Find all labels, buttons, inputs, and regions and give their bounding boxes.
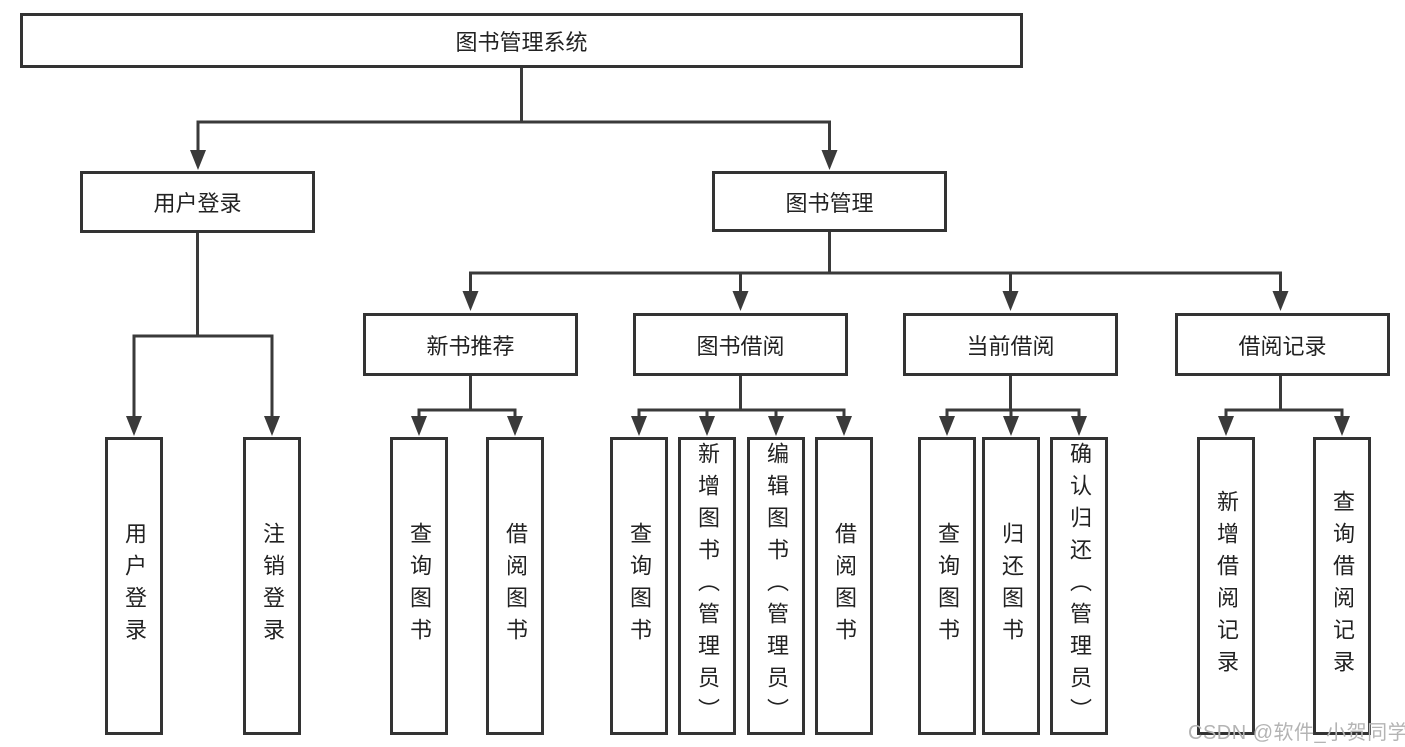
watermark: CSDN @软件_小贺同学 bbox=[1188, 722, 1405, 744]
node-query-books: 查询图书 bbox=[390, 437, 448, 735]
node-edit-books-admin: 编辑图书（管理员） bbox=[747, 437, 805, 735]
node-query-books-3: 查询图书 bbox=[918, 437, 976, 735]
node-borrow-books: 借阅图书 bbox=[486, 437, 544, 735]
node-new-book-recommendation: 新书推荐 bbox=[363, 313, 578, 376]
node-book-management: 图书管理 bbox=[712, 171, 947, 232]
node-library-management-system: 图书管理系统 bbox=[20, 13, 1023, 68]
node-user-login-branch: 用户登录 bbox=[80, 171, 315, 233]
node-book-borrowing: 图书借阅 bbox=[633, 313, 848, 376]
node-current-borrowing: 当前借阅 bbox=[903, 313, 1118, 376]
node-confirm-return-admin: 确认归还（管理员） bbox=[1050, 437, 1108, 735]
node-add-books-admin: 新增图书（管理员） bbox=[678, 437, 736, 735]
node-query-books-2: 查询图书 bbox=[610, 437, 668, 735]
node-user-login: 用户登录 bbox=[105, 437, 163, 735]
node-logout: 注销登录 bbox=[243, 437, 301, 735]
node-borrow-books-2: 借阅图书 bbox=[815, 437, 873, 735]
node-query-borrow-record: 查询借阅记录 bbox=[1313, 437, 1371, 735]
node-return-books: 归还图书 bbox=[982, 437, 1040, 735]
node-borrowing-records: 借阅记录 bbox=[1175, 313, 1390, 376]
node-add-borrow-record: 新增借阅记录 bbox=[1197, 437, 1255, 735]
